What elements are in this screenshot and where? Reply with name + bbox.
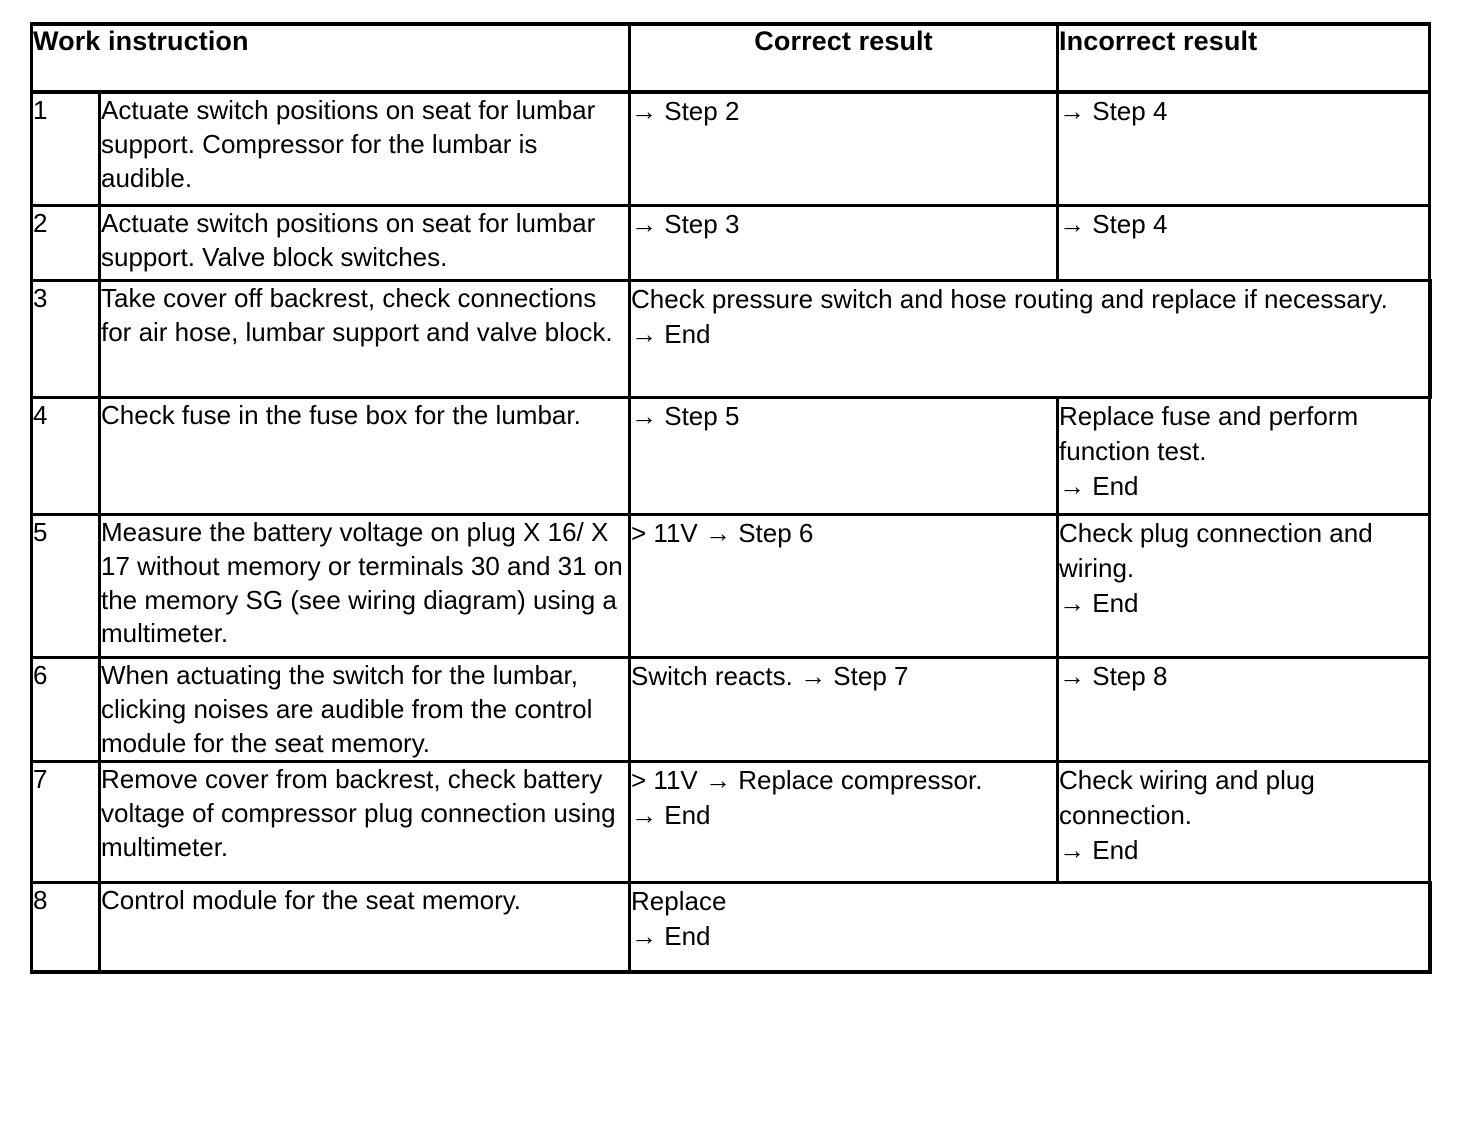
step-number-cell: 3 <box>30 279 101 399</box>
correct-result-cell: → Step 2 <box>628 90 1060 207</box>
work-instruction-cell: Check fuse in the fuse box for the lumba… <box>97 396 632 516</box>
cell-line: → Step 4 <box>1059 96 1168 126</box>
cell-line: → Step 5 <box>631 401 740 431</box>
step-number-cell: 5 <box>30 513 101 659</box>
incorrect-result-cell: Replace fuse and perform function test. →… <box>1056 396 1432 516</box>
work-instruction-cell: When actuating the switch for the lumbar… <box>97 655 632 764</box>
correct-result-cell: > 11V → Step 6 <box>628 513 1060 659</box>
column-header-incorrect-result: Incorrect result <box>1056 22 1432 94</box>
cell-line: → End <box>631 800 711 831</box>
work-instruction-cell: Remove cover from backrest, check batter… <box>97 760 632 885</box>
work-instruction-table: Work instruction Correct result Incorrec… <box>29 22 1432 975</box>
cell-line: > 11V → Replace compressor. <box>631 765 983 796</box>
cell-line: → End <box>631 318 711 349</box>
work-instruction-cell: Actuate switch positions on seat for lum… <box>97 90 632 207</box>
step-number-cell: 6 <box>30 655 101 764</box>
cell-line: → End <box>631 921 711 952</box>
correct-result-cell: → Step 3 <box>628 204 1060 282</box>
column-header-work-instruction: Work instruction <box>29 22 632 94</box>
cell-line: Replace <box>631 886 727 917</box>
cell-line: Check wiring and plug connection. <box>1059 765 1315 831</box>
incorrect-result-cell: → Step 4 <box>1056 90 1432 207</box>
cell-line: Check plug connection and wiring. <box>1059 518 1373 583</box>
correct-result-cell: → Step 5 <box>628 396 1060 516</box>
step-number-cell: 4 <box>30 396 101 516</box>
step-number-cell: 7 <box>30 760 101 885</box>
cell-line: Replace fuse and perform function test. <box>1059 401 1359 466</box>
cell-line: Switch reacts. → Step 7 <box>631 661 909 691</box>
correct-result-cell: Check pressure switch and hose routing a… <box>628 279 1432 399</box>
cell-line: → Step 3 <box>631 209 740 239</box>
step-number-cell: 8 <box>30 881 101 975</box>
work-instruction-cell: Control module for the seat memory. <box>97 881 632 975</box>
correct-result-cell: Switch reacts. → Step 7 <box>628 655 1060 764</box>
incorrect-result-cell: → Step 8 <box>1056 655 1432 764</box>
correct-result-cell: > 11V → Replace compressor. → End <box>628 760 1060 885</box>
cell-line: → End <box>1059 587 1139 618</box>
table-header-row: Work instruction Correct result Incorrec… <box>29 22 1432 94</box>
cell-line: → Step 2 <box>631 96 740 126</box>
cell-line: → End <box>1059 835 1139 866</box>
incorrect-result-cell: Check plug connection and wiring. → End <box>1056 513 1432 659</box>
work-instruction-cell: Actuate switch positions on seat for lum… <box>97 204 632 282</box>
cell-line: → Step 8 <box>1059 661 1168 691</box>
cell-line: > 11V → Step 6 <box>631 518 814 548</box>
incorrect-result-cell: → Step 4 <box>1056 204 1432 282</box>
work-instruction-cell: Take cover off backrest, check connectio… <box>97 279 632 399</box>
correct-result-cell: Replace → End <box>628 881 1432 975</box>
work-instruction-cell: Measure the battery voltage on plug X 16… <box>97 513 632 659</box>
column-header-correct-result: Correct result <box>628 22 1060 94</box>
step-number-cell: 1 <box>30 90 101 207</box>
cell-line: → End <box>1059 470 1139 501</box>
cell-line: → Step 4 <box>1059 209 1168 239</box>
step-number-cell: 2 <box>30 204 101 282</box>
incorrect-result-cell: Check wiring and plug connection. → End <box>1056 760 1432 885</box>
cell-line: Check pressure switch and hose routing a… <box>631 284 1388 314</box>
